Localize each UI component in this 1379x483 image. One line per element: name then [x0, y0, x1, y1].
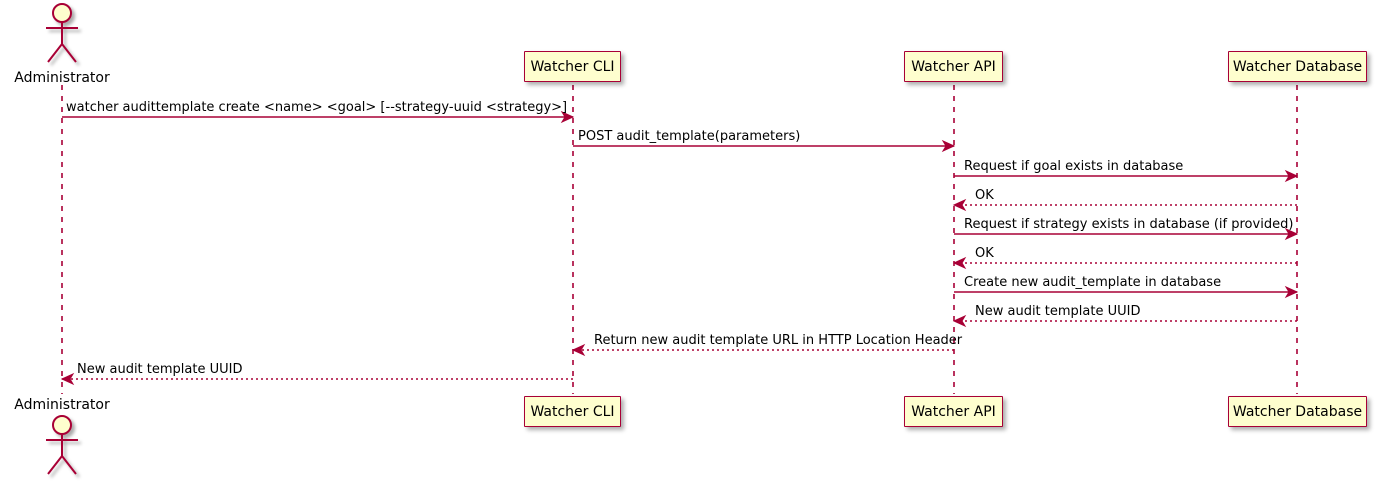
participant-box-watcher-db-top[interactable]: Watcher Database [1228, 51, 1367, 82]
arrowhead-3 [952, 198, 967, 212]
message-label-0: watcher audittemplate create <name> <goa… [66, 100, 568, 115]
message-label-2: Request if goal exists in database [964, 159, 1184, 174]
message-label-8: Return new audit template URL in HTTP Lo… [594, 333, 963, 348]
message-label-9: New audit template UUID [77, 362, 243, 377]
arrowhead-6 [1284, 285, 1299, 299]
participant-label-watcher-db: Watcher Database [1232, 58, 1363, 75]
participant-label-watcher-api: Watcher API [911, 403, 996, 420]
lifelines-group [61, 85, 1298, 394]
actor-figure-administrator-top [46, 3, 78, 63]
participant-box-watcher-cli-top[interactable]: Watcher CLI [524, 51, 621, 82]
message-label-5: OK [975, 246, 994, 261]
participant-box-watcher-api-top[interactable]: Watcher API [904, 51, 1003, 82]
participant-box-watcher-cli-bottom[interactable]: Watcher CLI [524, 396, 621, 427]
participant-box-watcher-db-bottom[interactable]: Watcher Database [1228, 396, 1367, 427]
arrowhead-1 [941, 139, 956, 153]
participant-label-watcher-cli: Watcher CLI [530, 58, 615, 75]
actor-label-administrator-bottom: Administrator [14, 397, 110, 413]
arrowhead-7 [952, 314, 967, 328]
arrowhead-0 [560, 110, 575, 124]
message-label-3: OK [975, 188, 994, 203]
message-label-4: Request if strategy exists in database (… [964, 217, 1294, 232]
participant-label-watcher-cli: Watcher CLI [530, 403, 615, 420]
participant-label-watcher-api: Watcher API [911, 58, 996, 75]
message-label-6: Create new audit_template in database [964, 275, 1222, 290]
arrowhead-4 [1284, 227, 1299, 241]
arrowhead-5 [952, 256, 967, 270]
actor-figures-group [46, 3, 78, 475]
message-label-1: POST audit_template(parameters) [578, 129, 801, 144]
actor-label-administrator-top: Administrator [14, 70, 110, 86]
arrowhead-2 [1284, 169, 1299, 183]
message-label-7: New audit template UUID [975, 304, 1141, 319]
arrowhead-8 [571, 343, 586, 357]
arrowhead-9 [60, 372, 75, 386]
participant-label-watcher-db: Watcher Database [1232, 403, 1363, 420]
message-arrows-group [60, 110, 1299, 386]
actor-figure-administrator-bottom [46, 415, 78, 475]
participant-box-watcher-api-bottom[interactable]: Watcher API [904, 396, 1003, 427]
